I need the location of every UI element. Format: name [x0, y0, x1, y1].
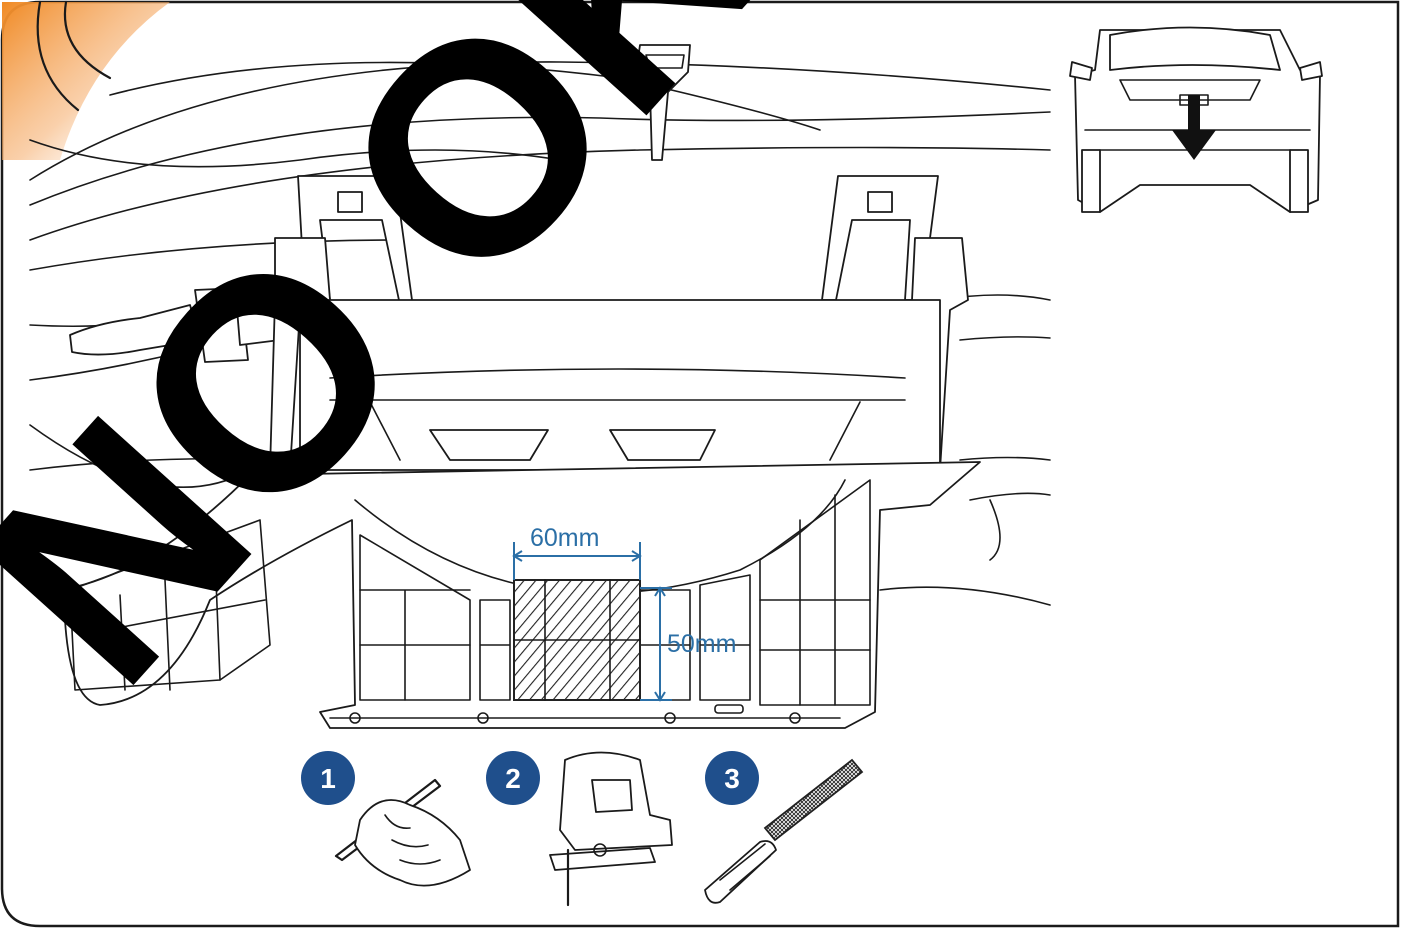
dimension-height: 50mm [640, 586, 736, 702]
bumper-beam [299, 299, 941, 471]
step-2: 2 [486, 751, 540, 805]
height-label: 50mm [667, 630, 736, 658]
step-1-number: 1 [320, 763, 336, 794]
bracket-left [269, 175, 413, 471]
car-rear-view-icon [1069, 26, 1323, 213]
width-label: 60mm [530, 524, 599, 552]
jigsaw-icon [549, 751, 673, 907]
file-tool-icon [704, 758, 864, 904]
dimension-width: 60mm [512, 524, 642, 580]
step-1: 1 [301, 751, 355, 805]
step-2-number: 2 [505, 763, 521, 794]
vehicle-underbody-lines [29, 44, 1051, 606]
pencil-hand-icon [334, 778, 471, 887]
down-arrow-icon [1172, 95, 1216, 160]
step-3-number: 3 [724, 763, 740, 794]
step-3: 3 [705, 751, 759, 805]
corner-accent [2, 0, 170, 160]
